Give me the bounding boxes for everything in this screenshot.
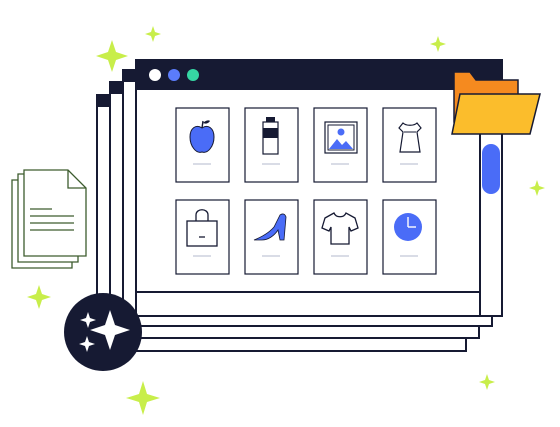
window-minimize-dot[interactable] bbox=[168, 69, 180, 81]
window-maximize-dot[interactable] bbox=[187, 69, 199, 81]
sparkle-icon bbox=[529, 180, 545, 196]
scrollbar-thumb[interactable] bbox=[482, 144, 500, 194]
window-close-dot[interactable] bbox=[149, 69, 161, 81]
battery-icon bbox=[262, 117, 279, 155]
product-tile[interactable] bbox=[244, 107, 299, 183]
sparkle-icon bbox=[126, 381, 160, 415]
document-icon bbox=[11, 169, 87, 269]
t-shirt-icon bbox=[321, 212, 359, 245]
product-tile[interactable] bbox=[244, 199, 299, 275]
folder-icon bbox=[451, 71, 541, 135]
product-tile[interactable] bbox=[382, 199, 437, 275]
apple-icon bbox=[189, 120, 215, 153]
sparkle-icon bbox=[96, 40, 128, 72]
high-heel-shoe-icon bbox=[253, 213, 287, 241]
image-icon bbox=[324, 121, 358, 154]
sparkle-icon bbox=[145, 26, 161, 42]
main-window bbox=[135, 59, 503, 317]
product-tile[interactable] bbox=[313, 199, 368, 275]
sparkle-icon bbox=[479, 374, 495, 390]
product-tile[interactable] bbox=[175, 199, 230, 275]
product-tile[interactable] bbox=[175, 107, 230, 183]
shopping-bag-icon bbox=[186, 209, 218, 247]
dress-icon bbox=[398, 122, 422, 153]
sparkle-badge-icon bbox=[64, 293, 142, 371]
product-tile[interactable] bbox=[313, 107, 368, 183]
clock-icon bbox=[394, 213, 422, 241]
sparkle-icon bbox=[430, 36, 446, 52]
sparkle-icon bbox=[27, 285, 51, 309]
product-tile[interactable] bbox=[382, 107, 437, 183]
